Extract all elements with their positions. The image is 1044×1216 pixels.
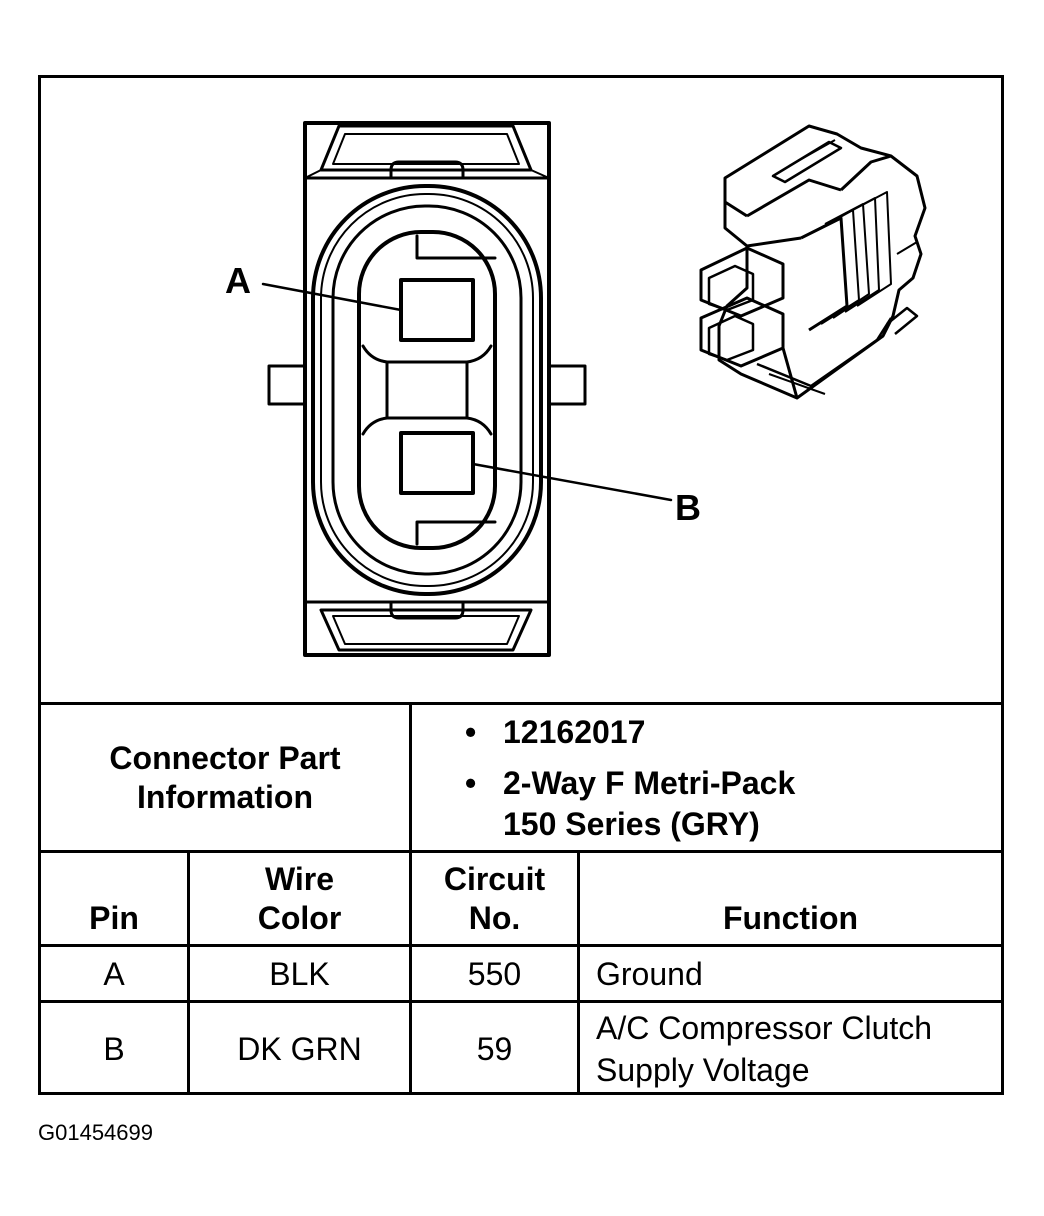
- column-divider: [577, 853, 580, 1095]
- row-b-circuit: 59: [412, 1003, 577, 1095]
- row-b-wire-color: DK GRN: [190, 1003, 409, 1095]
- row-b-function-line1: A/C Compressor Clutch: [596, 1010, 933, 1046]
- connector-face: [261, 121, 673, 657]
- row-a-circuit-text: 550: [467, 955, 522, 992]
- part-info-item: • 12162017: [465, 712, 985, 753]
- part-number: 12162017: [503, 714, 646, 750]
- row-a-function: Ground: [596, 947, 996, 1000]
- header-pin-line2: Pin: [89, 900, 139, 936]
- row-b-wire-color-text: DK GRN: [237, 1031, 362, 1067]
- row-a-circuit: 550: [412, 947, 577, 1000]
- divider-line: [41, 1000, 1001, 1003]
- connector-diagram: A B: [225, 121, 927, 657]
- column-divider: [409, 853, 412, 1095]
- row-b-pin-text: B: [103, 1031, 125, 1067]
- header-wire-color-line1: Wire: [264, 861, 335, 897]
- header-wire-color-line2: Color: [257, 900, 342, 936]
- part-info-label: Connector Part Information: [41, 705, 409, 850]
- row-a-function-text: Ground: [596, 955, 703, 992]
- header-function-line2: Function: [722, 900, 859, 936]
- row-b-pin: B: [41, 1003, 187, 1095]
- row-b-function: A/C Compressor Clutch Supply Voltage: [596, 1003, 998, 1095]
- header-circuit-no: Circuit No.: [412, 856, 577, 938]
- connector-figure-frame: A B Connector P: [38, 75, 1004, 1095]
- header-circuit-no-line2: No.: [468, 900, 521, 936]
- pin-b-callout: B: [675, 487, 701, 528]
- header-function: Function: [580, 856, 1001, 938]
- row-a-pin-text: A: [103, 955, 125, 992]
- header-circuit-no-line1: Circuit: [443, 861, 546, 897]
- bullet-icon: •: [465, 765, 477, 801]
- figure-id-caption: G01454699: [38, 1120, 153, 1145]
- connector-series: 150 Series (GRY): [503, 806, 760, 842]
- column-divider: [187, 853, 190, 1095]
- divider-line: [41, 702, 1001, 705]
- pin-a-callout: A: [225, 260, 251, 301]
- divider-line: [41, 850, 1001, 853]
- row-a-wire-color: BLK: [190, 947, 409, 1000]
- row-b-function-line2: Supply Voltage: [596, 1052, 810, 1088]
- row-a-wire-color-text: BLK: [269, 955, 330, 992]
- part-info-list: • 12162017 • 2-Way F Metri-Pack 150 Seri…: [465, 712, 985, 845]
- connector-isometric: [699, 124, 927, 400]
- divider-line: [409, 705, 412, 850]
- row-b-circuit-text: 59: [476, 1031, 513, 1067]
- divider-line: [41, 944, 1001, 947]
- connector-type: 2-Way F Metri-Pack: [503, 765, 796, 801]
- bullet-icon: •: [465, 714, 477, 750]
- part-info-item: • 2-Way F Metri-Pack 150 Series (GRY): [465, 763, 985, 845]
- header-pin: Pin: [41, 856, 187, 938]
- header-wire-color: Wire Color: [190, 856, 409, 938]
- part-info-label-text: Connector Part Information: [109, 739, 341, 815]
- row-a-pin: A: [41, 947, 187, 1000]
